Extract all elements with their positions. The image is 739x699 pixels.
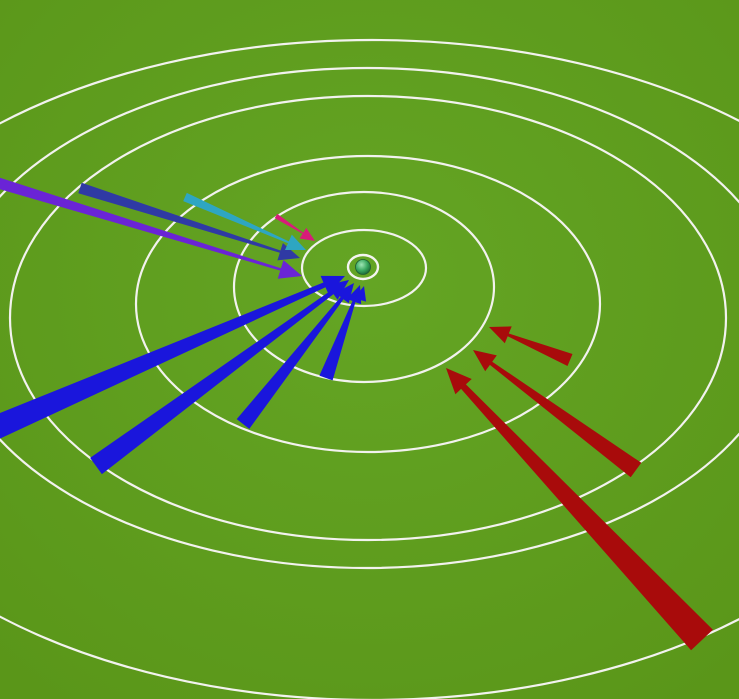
red-arrow-mid: [473, 350, 642, 478]
blue-arrow-1: [0, 275, 345, 439]
blue-arrow-3: [236, 283, 354, 429]
ring-3: [232, 190, 496, 384]
center-ring: [346, 253, 380, 281]
red-arrow-long: [446, 368, 713, 651]
ring-5: [8, 94, 728, 542]
navy-arrow: [78, 182, 300, 261]
pink-arrow-short: [274, 213, 315, 241]
ring-6: [0, 66, 739, 570]
blue-arrow-5: [354, 286, 367, 302]
concentric-rings: [0, 38, 739, 699]
center-ball: [355, 259, 371, 275]
red-arrow-short: [489, 326, 573, 366]
blue-arrow-4: [319, 285, 362, 381]
cyan-arrow: [183, 192, 306, 250]
ring-7: [0, 38, 739, 699]
ring-4: [134, 154, 602, 454]
ring-2: [300, 228, 428, 308]
blue-arrow-2: [90, 280, 349, 475]
arrow-layer: [0, 177, 713, 651]
purple-arrow-long: [0, 177, 302, 279]
